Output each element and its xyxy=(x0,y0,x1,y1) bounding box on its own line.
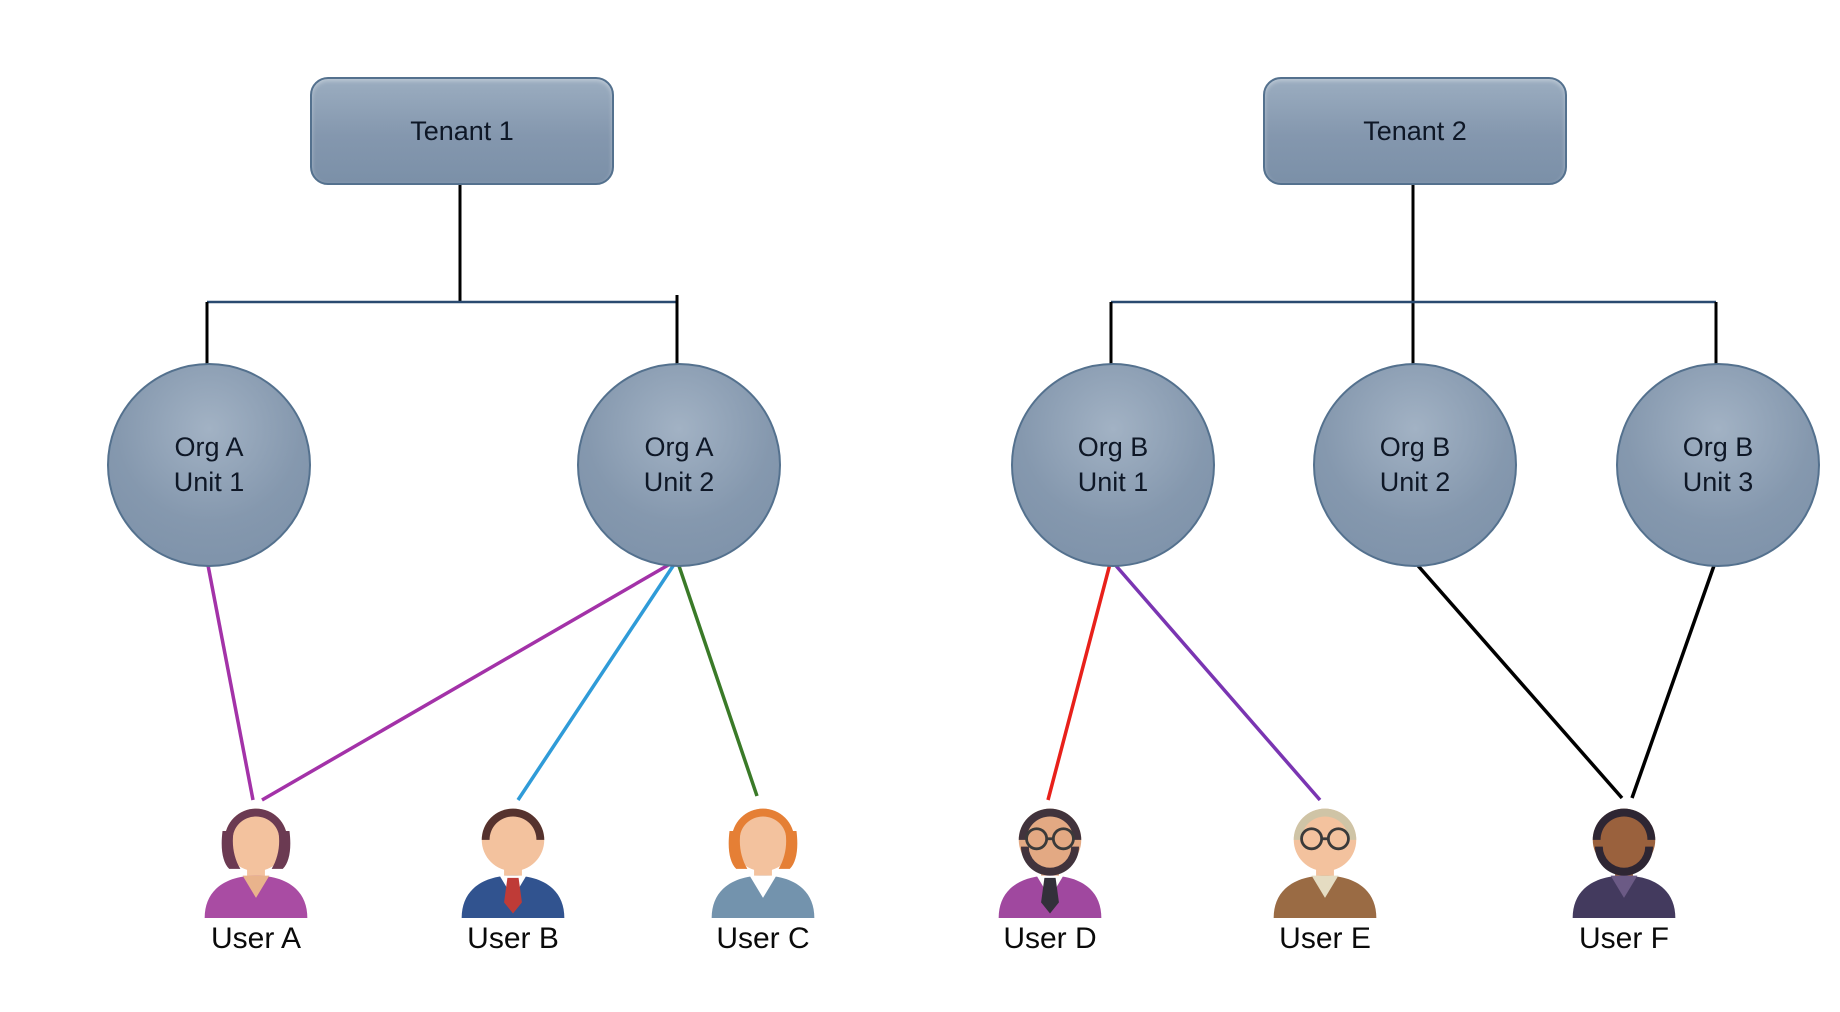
glasses-icon xyxy=(1025,827,1075,851)
link-orgA1-userA xyxy=(205,559,255,801)
tenant-2-label: Tenant 2 xyxy=(1363,115,1467,146)
hair-shape xyxy=(1293,808,1357,840)
hair-shape xyxy=(224,808,288,840)
link-orgA2-userB xyxy=(516,559,679,801)
user-b-avatar-icon xyxy=(461,808,565,918)
beard-shape xyxy=(1020,846,1080,876)
beard-shape xyxy=(1594,846,1654,876)
link-orgB3-userF xyxy=(1630,559,1718,799)
user-c-label: User C xyxy=(716,922,810,955)
user-b-figure: User B xyxy=(446,793,580,956)
link-orgA2-userC xyxy=(675,559,759,797)
user-f-label: User F xyxy=(1579,922,1669,955)
user-d-label: User D xyxy=(1003,922,1097,955)
user-b-label: User B xyxy=(467,922,559,955)
link-orgB2-userF xyxy=(1411,558,1624,800)
org-b-unit-2-node: Org B Unit 2 xyxy=(1313,363,1517,567)
head-shape xyxy=(1592,808,1656,872)
hair-shape xyxy=(481,808,545,840)
user-f-figure: User F xyxy=(1557,793,1691,956)
user-a-label: User A xyxy=(210,922,302,955)
user-e-figure: User E xyxy=(1258,793,1392,956)
tenant-1-label: Tenant 1 xyxy=(410,115,514,146)
link-orgA2-userA xyxy=(261,558,678,802)
user-c-avatar-icon xyxy=(711,808,815,918)
user-a-figure: User A xyxy=(189,793,323,956)
head-shape xyxy=(224,808,288,872)
head-shape xyxy=(481,808,545,872)
tenant-2-node: Tenant 2 xyxy=(1263,77,1567,185)
link-orgB1-userD xyxy=(1046,559,1113,801)
tenant-1-node: Tenant 1 xyxy=(310,77,614,185)
org-a-unit-1-node: Org A Unit 1 xyxy=(107,363,311,567)
org-b-unit-1-node: Org B Unit 1 xyxy=(1011,363,1215,567)
user-c-figure: User C xyxy=(696,793,830,956)
user-e-avatar-icon xyxy=(1273,808,1377,918)
org-b-unit-3-node: Org B Unit 3 xyxy=(1616,363,1820,567)
hair-shape xyxy=(731,808,795,840)
user-e-label: User E xyxy=(1279,922,1371,955)
tie-shape xyxy=(504,877,522,914)
user-f-avatar-icon xyxy=(1572,808,1676,918)
user-d-avatar-icon xyxy=(998,808,1102,918)
tie-shape xyxy=(1041,877,1059,914)
head-shape xyxy=(731,808,795,872)
user-d-figure: User D xyxy=(983,793,1117,956)
glasses-icon xyxy=(1300,827,1350,851)
hair-shape xyxy=(1592,808,1656,840)
link-orgB1-userE xyxy=(1109,558,1322,802)
hair-shape xyxy=(1018,808,1082,840)
user-a-avatar-icon xyxy=(204,808,308,918)
org-a-unit-2-node: Org A Unit 2 xyxy=(577,363,781,567)
